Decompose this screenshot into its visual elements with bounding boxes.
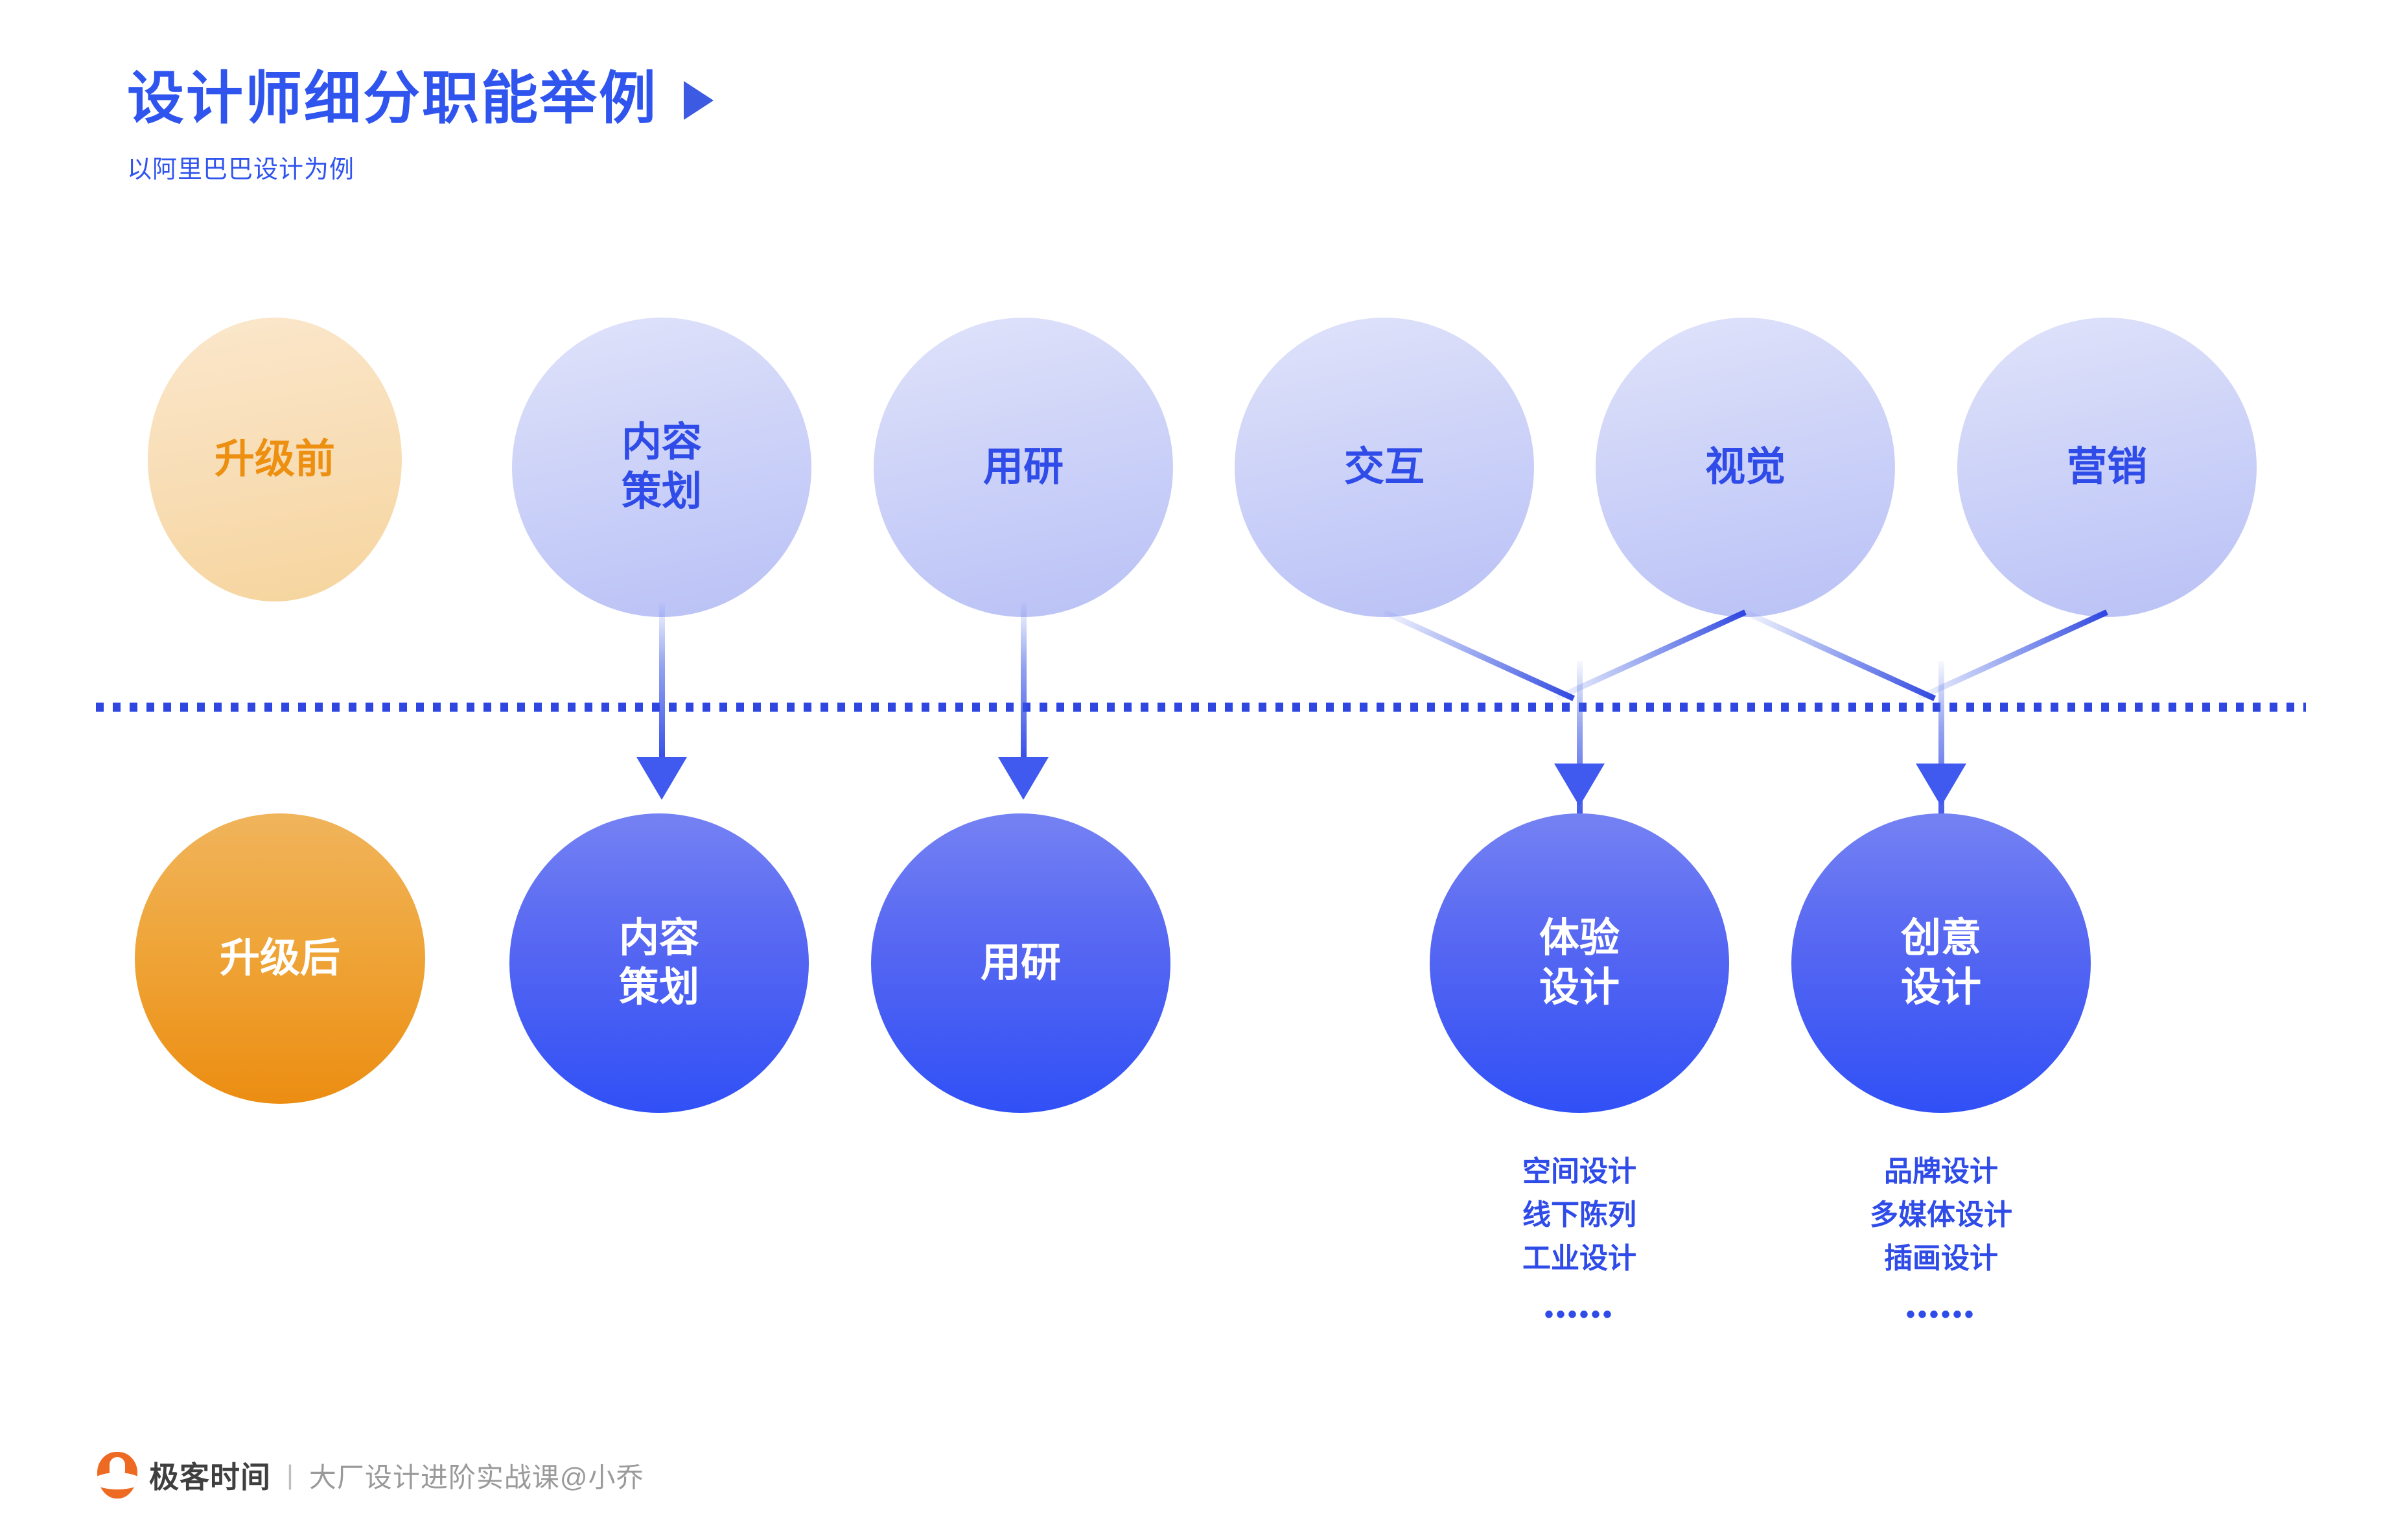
- node-label: 用研: [983, 445, 1064, 490]
- node-after-experience-design: 体验 设计: [1430, 813, 1729, 1113]
- node-label: 营销: [2066, 445, 2147, 490]
- node-after-badge: 升级后: [135, 813, 425, 1104]
- footer-brand: 极客时间: [149, 1460, 271, 1494]
- sublist-item: 品牌设计: [1884, 1156, 1998, 1187]
- node-before-visual: 视觉: [1596, 318, 1895, 617]
- node-after-content-planning: 内容 策划: [509, 813, 809, 1113]
- node-label: 用研: [980, 940, 1061, 986]
- footer-separator: |: [286, 1460, 294, 1490]
- node-label: 交互: [1344, 445, 1425, 490]
- sublist-item: 多媒体设计: [1870, 1198, 2012, 1231]
- sublist-experience-design: 空间设计 线下陈列 工业设计 ••••••: [1417, 1150, 1741, 1334]
- geekbang-logo-icon: [97, 1452, 137, 1499]
- node-before-content-planning: 内容 策划: [512, 318, 811, 617]
- page-footer: 极客时间 | 大厂设计进阶实战课@小乔: [97, 1452, 644, 1499]
- sublist-item: 空间设计: [1522, 1156, 1636, 1187]
- node-label: 内容 策划: [618, 916, 699, 1010]
- node-label: 视觉: [1704, 445, 1786, 490]
- node-after-user-research: 用研: [871, 813, 1170, 1113]
- sublist-more-dots: ••••••: [1905, 1300, 1977, 1329]
- node-before-marketing: 营销: [1957, 318, 2257, 617]
- node-after-creative-design: 创意 设计: [1791, 813, 2091, 1113]
- page-header: 设计师细分职能举例 以阿里巴巴设计为例: [127, 70, 714, 185]
- section-divider: [96, 703, 2306, 712]
- sublist-more-dots: ••••••: [1544, 1300, 1615, 1329]
- page-title: 设计师细分职能举例: [127, 66, 658, 130]
- sublist-item: 线下陈列: [1522, 1198, 1636, 1231]
- node-before-user-research: 用研: [874, 318, 1173, 617]
- page-subtitle: 以阿里巴巴设计为例: [127, 156, 355, 183]
- title-row: 设计师细分职能举例: [127, 70, 714, 127]
- node-label: 体验 设计: [1539, 916, 1620, 1010]
- node-before-interaction: 交互: [1235, 318, 1534, 617]
- play-triangle-icon: [684, 81, 714, 120]
- node-label: 升级前: [214, 437, 335, 482]
- sublist-item: 工业设计: [1522, 1242, 1636, 1274]
- footer-course: 大厂设计进阶实战课@小乔: [308, 1462, 644, 1493]
- node-before-badge: 升级前: [148, 318, 402, 601]
- sublist-creative-design: 品牌设计 多媒体设计 插画设计 ••••••: [1779, 1150, 2103, 1334]
- node-label: 创意 设计: [1900, 916, 1981, 1010]
- node-label: 内容 策划: [621, 420, 702, 514]
- sublist-item: 插画设计: [1884, 1242, 1998, 1274]
- node-label: 升级后: [219, 936, 340, 981]
